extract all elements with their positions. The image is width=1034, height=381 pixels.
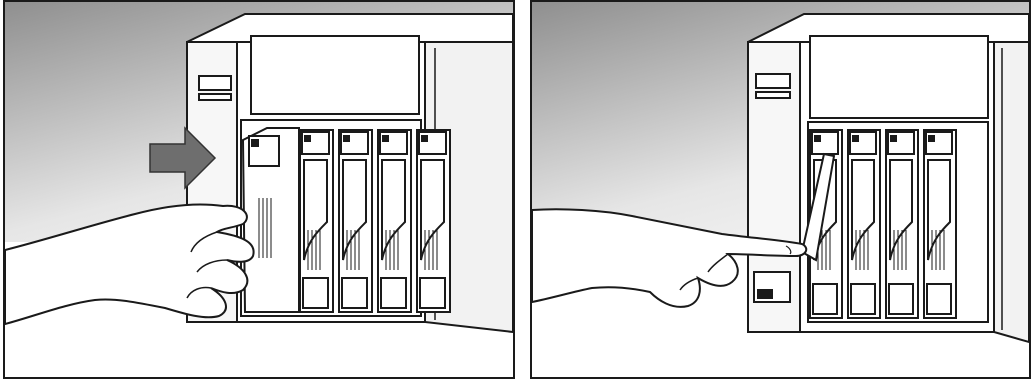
tray-foot bbox=[927, 284, 951, 314]
tray-led bbox=[422, 136, 427, 141]
tray-led bbox=[815, 136, 820, 141]
usb-port bbox=[758, 290, 772, 298]
drive-tray bbox=[924, 130, 956, 318]
tray-foot bbox=[889, 284, 913, 314]
bezel-button-upper bbox=[756, 74, 790, 88]
tray-led bbox=[252, 140, 258, 146]
drive-tray bbox=[886, 130, 918, 318]
bezel-button-upper bbox=[199, 76, 231, 90]
drive-tray bbox=[848, 130, 880, 318]
illustration-panel-push-tray bbox=[3, 0, 515, 379]
drive-tray bbox=[300, 130, 333, 312]
bezel-button-lower bbox=[756, 92, 790, 98]
tray-foot bbox=[851, 284, 875, 314]
tray-led bbox=[853, 136, 858, 141]
nas-side-face bbox=[994, 42, 1029, 342]
tray-foot bbox=[303, 278, 328, 308]
drive-tray bbox=[378, 130, 411, 312]
tray-foot bbox=[420, 278, 445, 308]
tray-foot bbox=[813, 284, 837, 314]
tray-led bbox=[305, 136, 310, 141]
drive-tray bbox=[417, 130, 450, 312]
illustration-panel-press-lever bbox=[530, 0, 1031, 379]
nas-press-illustration bbox=[532, 2, 1029, 377]
tray-led bbox=[344, 136, 349, 141]
tray-led bbox=[891, 136, 896, 141]
nas-push-illustration bbox=[5, 2, 513, 377]
bezel-button-lower bbox=[199, 94, 231, 100]
protruding-drive-tray bbox=[243, 128, 299, 312]
tray-foot bbox=[342, 278, 367, 308]
nas-display-window bbox=[251, 36, 419, 114]
nas-display-window bbox=[810, 36, 988, 118]
tray-led bbox=[383, 136, 388, 141]
tray-led bbox=[929, 136, 934, 141]
drive-tray bbox=[339, 130, 372, 312]
tray-foot bbox=[381, 278, 406, 308]
